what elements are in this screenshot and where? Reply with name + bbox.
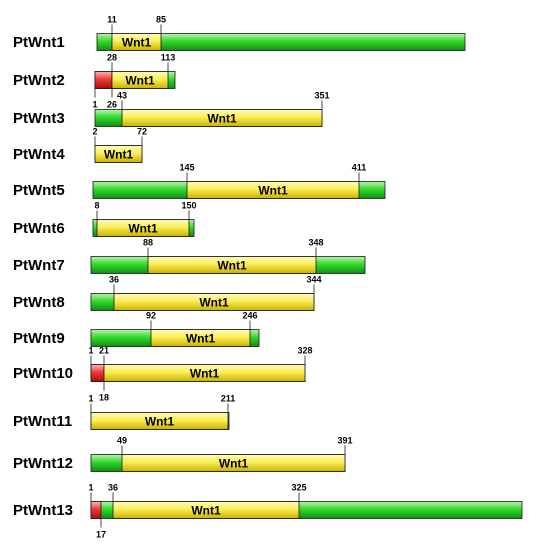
domain-label: Wnt1	[186, 332, 216, 346]
signal-peptide-segment	[90, 501, 102, 519]
position-label: 1	[92, 100, 97, 110]
wnt1-domain-segment	[111, 33, 162, 51]
position-label: 2	[92, 127, 97, 137]
protein-row: PtWnt10 Wnt1 1 21 328 18	[13, 346, 313, 403]
protein-name: PtWnt8	[13, 294, 65, 311]
domain-label: Wnt1	[191, 504, 221, 518]
position-label: 246	[242, 311, 257, 321]
position-label: 72	[137, 127, 147, 137]
position-label: 351	[314, 91, 329, 101]
position-label: 21	[99, 346, 109, 356]
position-label: 36	[108, 483, 118, 493]
position-label: 49	[117, 436, 127, 446]
position-label: 211	[221, 394, 236, 404]
protein-name: PtWnt6	[13, 220, 65, 237]
signal-peptide-segment	[90, 364, 105, 382]
wnt1-domain-segment	[150, 329, 251, 347]
domain-label: Wnt1	[219, 457, 249, 471]
protein-name: PtWnt7	[13, 257, 65, 274]
position-label: 8	[94, 201, 99, 211]
position-label: 1	[88, 483, 93, 493]
wnt1-domain-segment	[103, 364, 306, 382]
protein-name: PtWnt4	[13, 146, 65, 163]
wnt1-domain-segment	[90, 412, 229, 430]
position-label: 43	[117, 91, 127, 101]
protein-name: PtWnt11	[13, 413, 72, 430]
signal-peptide-segment	[94, 71, 113, 89]
wnt1-domain-segment	[96, 219, 190, 237]
position-label: 36	[109, 275, 119, 285]
position-label: 150	[181, 201, 196, 211]
wnt1-domain-segment	[121, 109, 323, 127]
position-label: 113	[161, 53, 176, 63]
position-label: 344	[306, 275, 321, 285]
protein-name: PtWnt1	[13, 34, 65, 51]
position-label: 328	[297, 346, 312, 356]
position-label: 88	[143, 238, 153, 248]
position-label: 1	[88, 346, 93, 356]
wnt1-domain-segment	[113, 293, 315, 311]
wnt1-domain-segment	[111, 71, 169, 89]
position-label: 145	[179, 163, 194, 173]
protein-row: PtWnt3 Wnt1 43 351	[13, 91, 330, 128]
protein-row: PtWnt11 Wnt1 1 211	[13, 394, 235, 431]
position-label: 28	[107, 53, 117, 63]
position-label: 26	[107, 100, 117, 110]
domain-label: Wnt1	[125, 74, 155, 88]
protein-backbone-bar	[96, 33, 466, 51]
protein-name: PtWnt10	[13, 365, 73, 382]
domain-label: Wnt1	[104, 148, 134, 162]
protein-row: PtWnt9 Wnt1 92 246	[13, 311, 260, 347]
protein-name: PtWnt3	[13, 110, 65, 127]
protein-row: PtWnt4 Wnt1 2 72	[13, 127, 147, 164]
protein-row: PtWnt1 Wnt1 11 85	[13, 15, 466, 51]
domain-label: Wnt1	[217, 259, 247, 273]
domain-label: Wnt1	[199, 296, 229, 310]
domain-label: Wnt1	[207, 112, 237, 126]
domain-label: Wnt1	[190, 367, 220, 381]
protein-name: PtWnt2	[13, 72, 65, 89]
wnt1-domain-segment	[186, 181, 360, 199]
protein-row: PtWnt8 Wnt1 36 344	[13, 275, 322, 312]
position-label: 348	[308, 238, 323, 248]
position-label: 17	[96, 530, 106, 540]
position-label: 1	[88, 394, 93, 404]
position-label: 411	[352, 163, 367, 173]
protein-row: PtWnt13 Wnt1 1 36 325 17	[13, 483, 523, 540]
protein-name: PtWnt13	[13, 502, 73, 519]
wnt1-domain-segment	[94, 145, 143, 163]
domain-label: Wnt1	[145, 415, 175, 429]
position-label: 85	[156, 15, 166, 25]
domain-label: Wnt1	[258, 184, 288, 198]
protein-row: PtWnt12 Wnt1 49 391	[13, 436, 353, 473]
position-label: 391	[337, 436, 352, 446]
wnt1-domain-segment	[147, 256, 317, 274]
position-label: 92	[146, 311, 156, 321]
wnt1-domain-segment	[112, 501, 300, 519]
protein-row: PtWnt6 Wnt1 8 150	[13, 201, 197, 238]
protein-name: PtWnt5	[13, 182, 65, 199]
protein-row: PtWnt7 Wnt1 88 348	[13, 238, 366, 274]
domain-label: Wnt1	[128, 222, 158, 236]
protein-row: PtWnt5 Wnt1 145 411	[13, 163, 386, 199]
protein-name: PtWnt9	[13, 330, 65, 347]
position-label: 18	[99, 393, 109, 403]
position-label: 11	[107, 15, 117, 25]
position-label: 325	[291, 483, 306, 493]
protein-name: PtWnt12	[13, 455, 73, 472]
domain-label: Wnt1	[122, 36, 152, 50]
wnt1-domain-segment	[121, 454, 346, 472]
protein-row: PtWnt2 Wnt1 28 113 1 26	[13, 53, 176, 110]
